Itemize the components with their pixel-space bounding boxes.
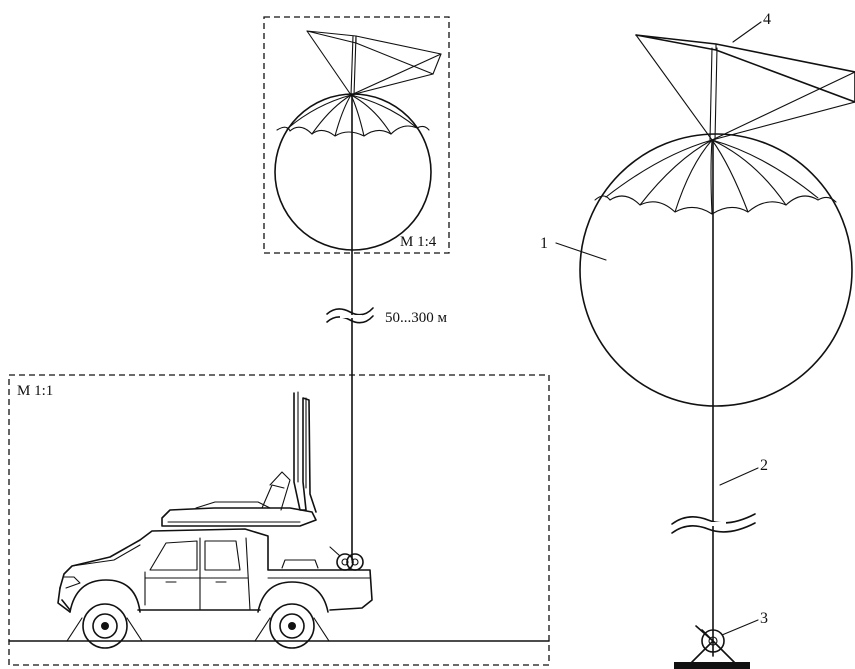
part-label-1: 1 <box>540 235 548 252</box>
part-label-4: 4 <box>763 11 771 28</box>
vehicle-frame <box>8 374 550 666</box>
inset-scale-label: M 1:4 <box>400 234 437 250</box>
vehicle <box>57 391 373 649</box>
large-tether-break-lower <box>671 522 756 534</box>
rear-window <box>204 540 241 571</box>
winch-base <box>674 662 750 669</box>
ground-winch <box>674 625 750 669</box>
large-tether-break-upper <box>671 513 756 525</box>
large-balloon <box>579 133 853 407</box>
tether-break-lower <box>326 315 374 324</box>
large-aerostat <box>579 34 855 407</box>
part-label-2: 2 <box>760 457 768 474</box>
part-label-3: 3 <box>760 610 768 627</box>
vehicle-mast <box>293 392 317 513</box>
large-canopy-edge <box>594 195 837 215</box>
tether-length-label: 50...300 м <box>385 310 448 326</box>
inset-frame <box>263 16 450 254</box>
tether-break-upper <box>326 307 374 316</box>
front-window <box>149 540 198 571</box>
vehicle-winch <box>329 546 364 571</box>
small-kite-wing <box>306 30 442 75</box>
small-canopy-edge <box>276 125 430 137</box>
rear-wheel <box>269 603 315 649</box>
large-kite-wing <box>635 34 855 103</box>
vehicle-scale-label: M 1:1 <box>17 383 53 399</box>
front-wheel <box>82 603 128 649</box>
small-aerostat <box>274 30 442 251</box>
roof-platform <box>161 507 317 527</box>
small-balloon <box>274 93 432 251</box>
